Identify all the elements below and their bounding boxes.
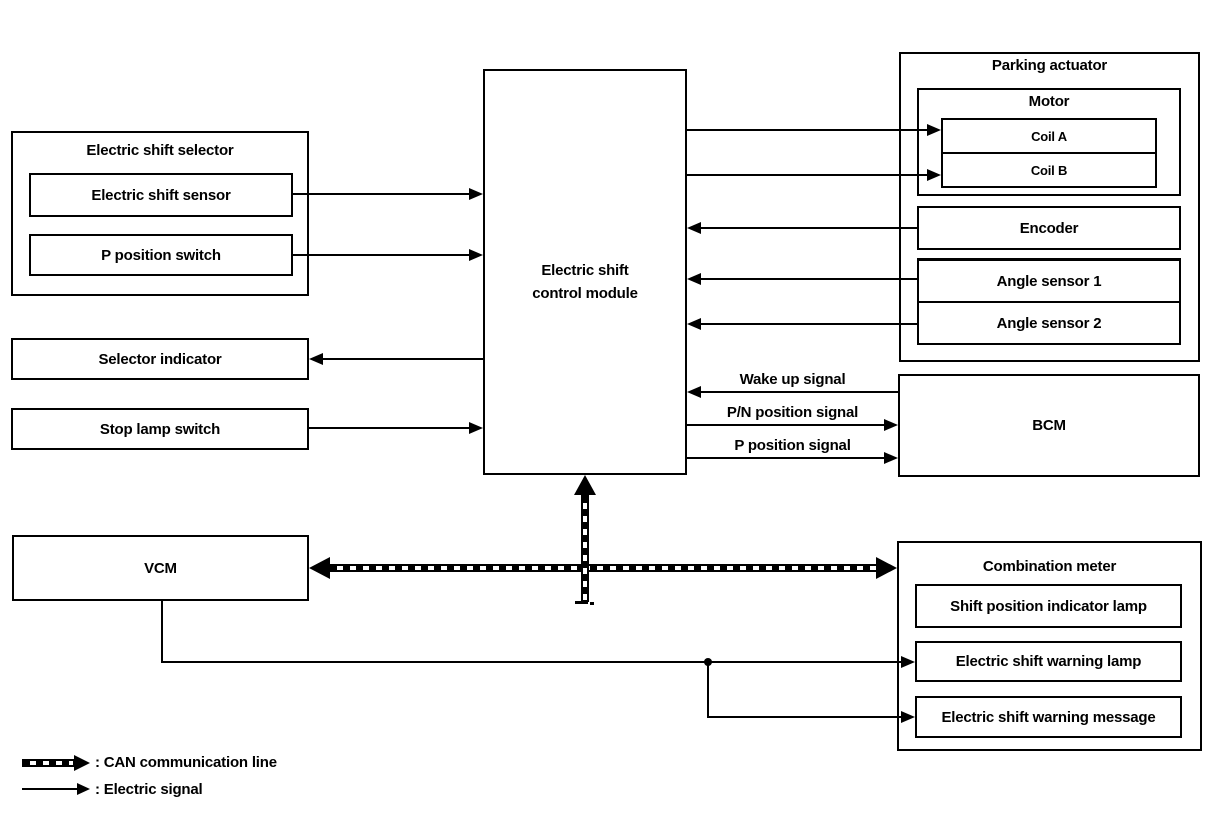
motor-title: Motor <box>1028 93 1070 110</box>
line-shift-sensor-to-module <box>293 193 470 195</box>
legend-electric-label: : Electric signal <box>95 781 203 798</box>
arrowhead-right-icon <box>901 711 915 723</box>
electric-shift-control-module-label: Electric shift control module <box>483 259 687 305</box>
electric-shift-control-module-box <box>483 69 687 475</box>
line-p-position-signal <box>687 457 885 459</box>
legend-can-line-sample <box>22 759 74 767</box>
coil-a-box: Coil A <box>1031 128 1067 144</box>
coil-b-box: Coil B <box>1030 162 1068 178</box>
shift-position-indicator-lamp-box: Shift position indicator lamp <box>915 584 1182 628</box>
line-vcm-drop <box>161 601 163 662</box>
line-angle-sensor-1-to-module <box>700 278 917 280</box>
legend-electric-arrowhead-icon <box>77 783 90 795</box>
line-angle-sensor-2-to-module <box>700 323 917 325</box>
arrowhead-right-icon <box>469 422 483 434</box>
can-bus-end-tick <box>575 601 588 604</box>
parking-actuator-title: Parking actuator <box>991 57 1108 74</box>
p-position-signal-label: P position signal <box>734 437 851 454</box>
p-position-switch-box: P position switch <box>29 234 293 276</box>
angle-sensor-2-box: Angle sensor 2 <box>996 314 1102 332</box>
can-arrowhead-left-icon <box>309 557 330 579</box>
electric-shift-warning-lamp-box: Electric shift warning lamp <box>915 641 1182 682</box>
bcm-box: BCM <box>898 374 1200 477</box>
control-module-label-line1: Electric shift <box>541 262 629 279</box>
legend-electric-line-sample <box>22 788 77 790</box>
arrowhead-right-icon <box>884 452 898 464</box>
arrowhead-left-icon <box>687 273 701 285</box>
line-vcm-to-warning-lamp <box>161 661 902 663</box>
can-arrowhead-right-icon <box>876 557 897 579</box>
line-stop-lamp-to-module <box>309 427 470 429</box>
electric-shift-sensor-box: Electric shift sensor <box>29 173 293 217</box>
coil-group: Coil A Coil B <box>941 118 1157 188</box>
arrowhead-left-icon <box>309 353 323 365</box>
can-bus-end-tick <box>590 602 594 605</box>
arrowhead-right-icon <box>884 419 898 431</box>
arrowhead-left-icon <box>687 222 701 234</box>
line-encoder-to-module <box>700 227 917 229</box>
line-branch-drop <box>707 662 709 718</box>
arrowhead-left-icon <box>687 386 701 398</box>
arrowhead-left-icon <box>687 318 701 330</box>
can-bus-horizontal <box>329 564 877 572</box>
line-module-to-coil-a <box>687 129 928 131</box>
arrowhead-right-icon <box>927 169 941 181</box>
combination-meter-title: Combination meter <box>982 558 1117 575</box>
line-module-to-selector-indicator <box>322 358 483 360</box>
can-arrowhead-up-icon <box>574 475 596 495</box>
electric-shift-selector-title: Electric shift selector <box>86 142 234 159</box>
angle-sensor-divider <box>919 301 1179 303</box>
encoder-box: Encoder <box>917 206 1181 250</box>
wake-up-signal-label: Wake up signal <box>739 371 846 388</box>
line-branch-to-warning-message <box>707 716 902 718</box>
angle-sensor-group: Angle sensor 1 Angle sensor 2 <box>917 258 1181 345</box>
arrowhead-right-icon <box>469 249 483 261</box>
arrowhead-right-icon <box>469 188 483 200</box>
line-module-to-coil-b <box>687 174 928 176</box>
line-pn-position-signal <box>687 424 885 426</box>
legend-can-label: : CAN communication line <box>95 754 277 771</box>
can-bus-vertical <box>581 495 589 602</box>
selector-indicator-box: Selector indicator <box>11 338 309 380</box>
arrowhead-right-icon <box>901 656 915 668</box>
line-p-switch-to-module <box>293 254 470 256</box>
arrowhead-right-icon <box>927 124 941 136</box>
legend-can-arrowhead-icon <box>74 755 90 771</box>
stop-lamp-switch-box: Stop lamp switch <box>11 408 309 450</box>
line-wake-up-signal <box>700 391 898 393</box>
angle-sensor-1-box: Angle sensor 1 <box>996 272 1102 290</box>
coil-divider <box>943 152 1155 154</box>
electric-shift-warning-message-box: Electric shift warning message <box>915 696 1182 738</box>
vcm-box: VCM <box>12 535 309 601</box>
pn-position-signal-label: P/N position signal <box>726 404 859 421</box>
control-module-label-line2: control module <box>532 285 638 302</box>
